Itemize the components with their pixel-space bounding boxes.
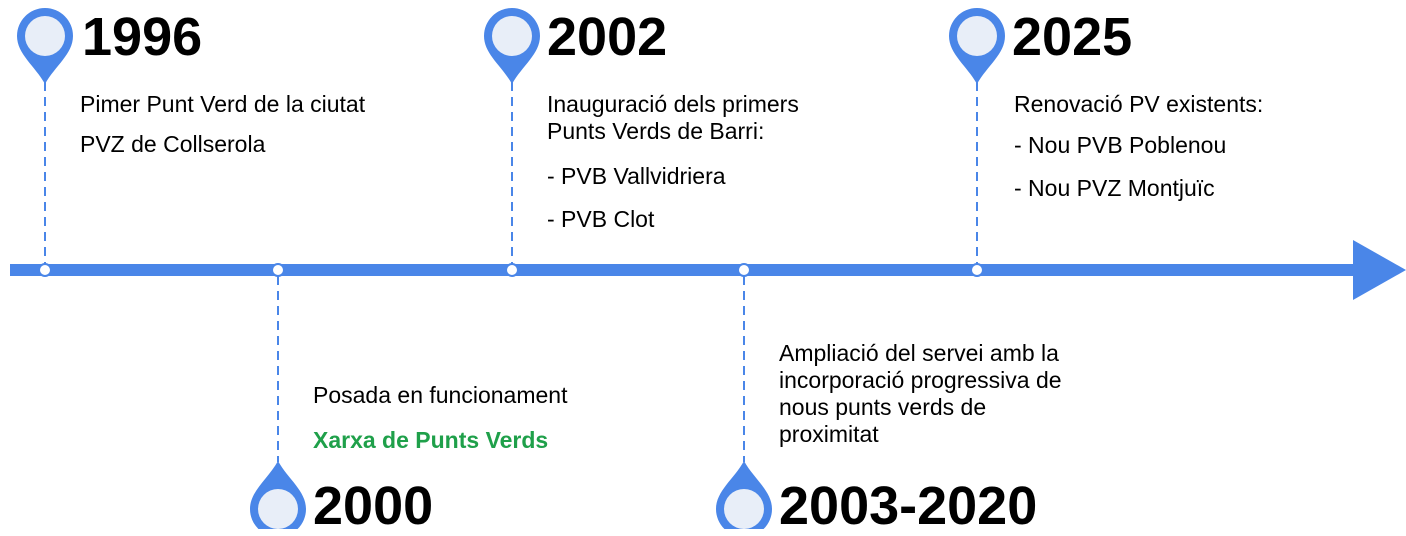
event-2002-line-2: Punts Verds de Barri:	[547, 118, 765, 144]
year-1996: 1996	[82, 7, 203, 67]
year-2002: 2002	[547, 7, 668, 67]
year-2003-2020: 2003-2020	[779, 476, 1038, 536]
map-pin-icon	[250, 461, 306, 529]
year-2025: 2025	[1012, 7, 1133, 67]
timeline-axis	[10, 264, 1360, 276]
event-2000-highlight: Xarxa de Punts Verds	[313, 427, 549, 453]
event-1996-line-2: PVZ de Collserola	[80, 131, 266, 157]
event-2003-2020-line-3: nous punts verds de	[779, 394, 987, 420]
event-2003-2020-line-2: incorporació progressiva de	[779, 367, 1062, 393]
axis-node-2000	[271, 263, 285, 277]
event-2003-2020-line-1: Ampliació del servei amb la	[779, 340, 1059, 366]
event-1996-line-1: Pimer Punt Verd de la ciutat	[80, 91, 366, 117]
event-2025-line-3: - Nou PVZ Montjuïc	[1014, 175, 1215, 201]
event-2000-line-1: Posada en funcionament	[313, 382, 568, 408]
axis-node-2003-2020	[737, 263, 751, 277]
event-2002-line-3: - PVB Vallvidriera	[547, 163, 726, 189]
year-2000: 2000	[313, 476, 434, 536]
event-2002-line-1: Inauguració dels primers	[547, 91, 799, 117]
axis-node-2025	[970, 263, 984, 277]
map-pin-icon	[484, 8, 540, 84]
map-pin-icon	[949, 8, 1005, 84]
axis-node-1996	[38, 263, 52, 277]
timeline-arrowhead	[1353, 240, 1406, 300]
event-2025-line-2: - Nou PVB Poblenou	[1014, 132, 1227, 158]
event-2003-2020-line-4: proximitat	[779, 421, 879, 447]
event-2002-line-4: - PVB Clot	[547, 206, 655, 232]
event-2025-line-1: Renovació PV existents:	[1014, 91, 1264, 117]
map-pin-icon	[17, 8, 73, 84]
map-pin-icon	[716, 461, 772, 529]
axis-node-2002	[505, 263, 519, 277]
